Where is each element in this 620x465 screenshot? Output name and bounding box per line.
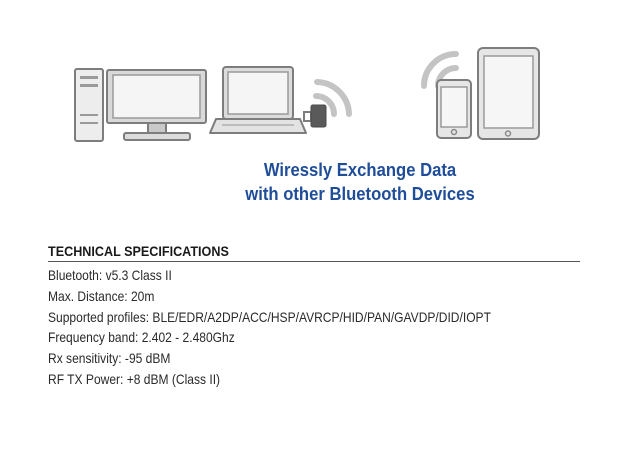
smartphone-icon bbox=[436, 79, 472, 139]
usb-dongle-icon bbox=[303, 104, 327, 128]
spec-frequency-band: Frequency band: 2.402 - 2.480Ghz bbox=[48, 329, 235, 346]
spec-max-distance: Max. Distance: 20m bbox=[48, 287, 155, 304]
headline: Wiressly Exchange Data with other Blueto… bbox=[198, 158, 522, 206]
spec-rf-tx-power: RF TX Power: +8 dBM (Class II) bbox=[48, 370, 221, 387]
headline-line-1: Wiressly Exchange Data bbox=[263, 159, 457, 180]
technical-specifications: TECHNICAL SPECIFICATIONS Bluetooth: v5.3… bbox=[48, 242, 580, 390]
spec-bluetooth: Bluetooth: v5.3 Class II bbox=[48, 267, 172, 283]
signal-waves-icon bbox=[313, 79, 352, 117]
tablet-icon bbox=[477, 47, 540, 140]
specs-divider bbox=[48, 261, 580, 262]
spec-rx-sensitivity: Rx sensitivity: -95 dBM bbox=[48, 350, 171, 367]
headline-line-2: with other Bluetooth Devices bbox=[245, 183, 475, 204]
spec-supported-profiles: Supported profiles: BLE/EDR/A2DP/ACC/HSP… bbox=[48, 308, 491, 325]
desktop-tower-icon bbox=[74, 68, 104, 142]
monitor-icon bbox=[106, 69, 207, 141]
specs-title: TECHNICAL SPECIFICATIONS bbox=[48, 243, 229, 259]
devices-illustration bbox=[74, 47, 540, 142]
laptop-icon bbox=[209, 66, 307, 134]
